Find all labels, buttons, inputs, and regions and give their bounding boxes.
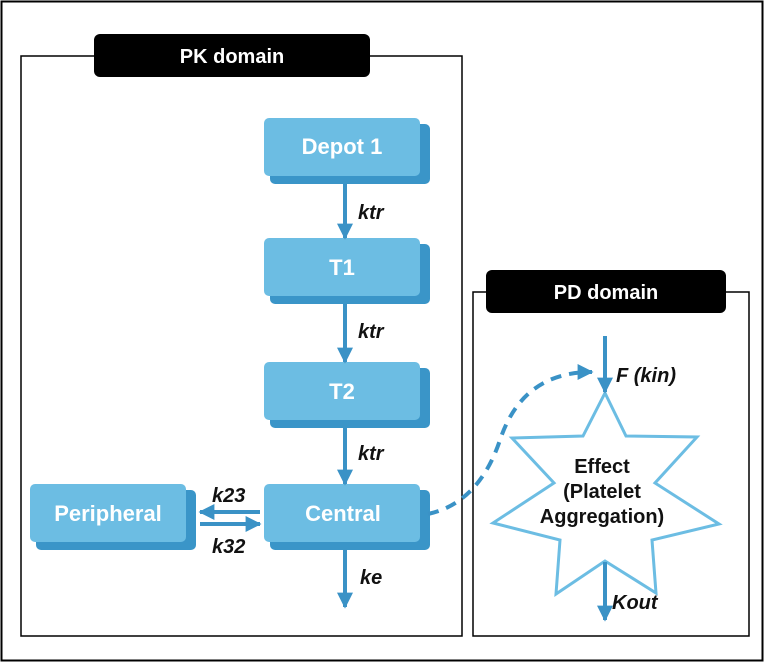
- pk-domain-tab: [94, 34, 370, 77]
- compartment-depot-1: Depot 1: [264, 118, 430, 184]
- arrow-central-to-kin: [427, 364, 594, 516]
- pk-domain-panel: PK domain: [20, 34, 463, 637]
- compartment-label: T1: [329, 255, 355, 280]
- compartment-central: Central: [264, 484, 430, 550]
- compartment-box: [264, 118, 420, 176]
- effect-label-line-1: Effect: [574, 456, 630, 478]
- effect-label-line-2: (Platelet: [563, 481, 641, 503]
- rate-label-kout: Kout: [612, 592, 659, 614]
- compartment-label: T2: [329, 379, 355, 404]
- compartment-t1: T1: [264, 238, 430, 304]
- compartment-t2: T2: [264, 362, 430, 428]
- pd-domain-panel: PD domain: [472, 270, 750, 637]
- rate-label-ke: ke: [360, 567, 382, 589]
- compartment-label: Depot 1: [302, 134, 383, 159]
- rate-label-ktr: ktr: [358, 443, 385, 465]
- compartment-peripheral: Peripheral: [30, 484, 196, 550]
- rate-label-k32: k32: [212, 536, 245, 558]
- compartment-label: Peripheral: [54, 501, 162, 526]
- compartment-box: [30, 484, 186, 542]
- rate-label-ktr: ktr: [358, 202, 385, 224]
- rate-label-kin: F (kin): [616, 365, 676, 387]
- pd-domain-tab: [486, 270, 726, 313]
- pk-domain-label: PK domain: [180, 46, 284, 68]
- compartment-box: [264, 238, 420, 296]
- effect-label-line-3: Aggregation): [540, 506, 664, 528]
- compartment-box: [264, 484, 420, 542]
- rate-label-ktr: ktr: [358, 321, 385, 343]
- rate-label-k23: k23: [212, 485, 245, 507]
- compartment-box: [264, 362, 420, 420]
- pd-domain-label: PD domain: [554, 282, 658, 304]
- effect-star: [489, 389, 723, 597]
- compartment-label: Central: [305, 501, 381, 526]
